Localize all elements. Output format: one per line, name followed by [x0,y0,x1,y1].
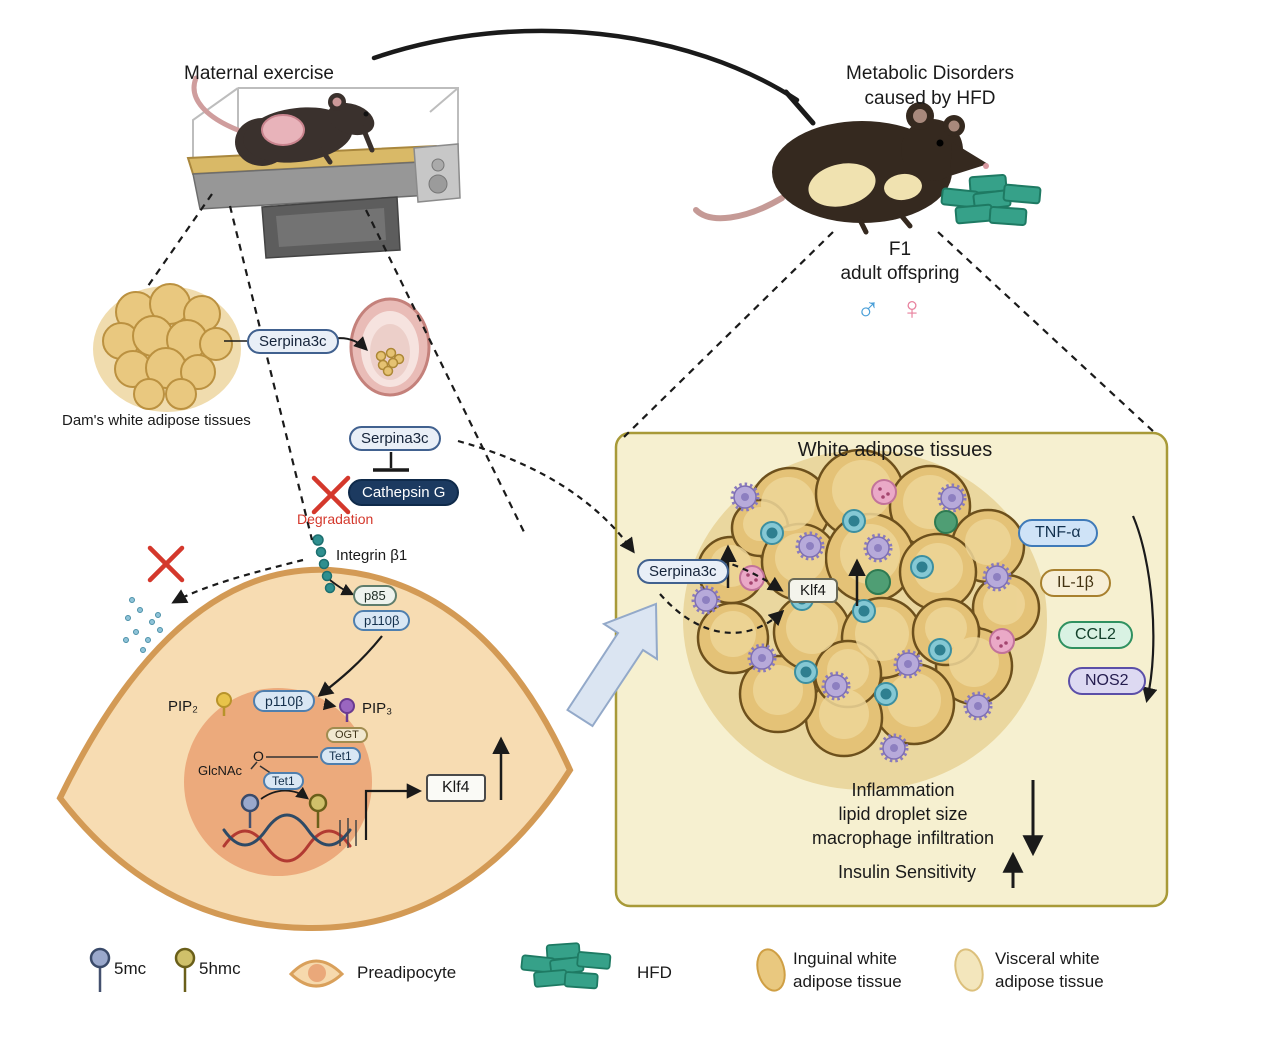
zoom-block-arrow [566,602,659,728]
legend-label-5hmc: 5hmc [199,959,241,978]
degraded-fragments-icon [123,597,163,653]
label-maternal-exercise: Maternal exercise [184,63,334,84]
inhibition-arc-arrow [371,28,800,103]
label-adult-offspring: adult offspring [840,263,960,284]
mc5-icon [240,793,260,828]
dam-mouse-illustration [191,75,375,166]
transcription-arrow [364,783,423,840]
legend-visceral-icon [954,948,984,992]
label-pip2: PIP₂ [168,698,198,715]
badge-ogt: OGT [326,727,368,743]
dna-helix-icon [222,813,352,863]
pink-immune-cells [739,479,1015,654]
macrophage-cells [691,482,1012,763]
legend-5hmc-icon [174,947,196,992]
integrin-b1-icon [312,534,336,594]
badge-nos2: NOS2 [1068,667,1146,695]
badge-serpina3c-embryo: Serpina3c [349,426,441,451]
p110b-to-pip-arrow [317,635,383,697]
mouse-f1-illustration [693,102,989,235]
badge-serpina3c-tissue: Serpina3c [247,329,339,354]
male-symbol: ♂ [856,290,880,326]
badge-ccl2: CCL2 [1058,621,1133,649]
label-degradation: Degradation [297,511,374,527]
label-insulin-sensitivity: Insulin Sensitivity [837,862,977,882]
legend-label-visceral-line2: adipose tissue [995,972,1104,991]
legend-hfd-icon [520,942,612,990]
legend-label-inguinal-line2: adipose tissue [793,972,902,991]
badge-il-1b: IL-1β [1040,569,1111,597]
badge-cathepsin-g: Cathepsin G [348,479,460,506]
badge-p85: p85 [353,585,397,606]
legend-label-5mc: 5mc [114,959,147,978]
badge-serpina3c-wat: Serpina3c [637,559,729,584]
badge-klf4-cell: Klf4 [426,774,486,802]
dashed-signal-arrows [171,439,785,634]
legend-preadipocyte-icon [288,959,345,988]
pip2-icon [216,692,232,716]
label-metabolic-disorders-line2: caused by HFD [864,88,996,109]
label-lipid-droplet-size: lipid droplet size [838,804,968,824]
hmc5-icon [308,793,328,828]
label-glcnac: GlcNAc [198,763,243,778]
badge-tet1-upper: Tet1 [320,747,361,765]
badge-tnf-alpha: TNF-α [1018,519,1098,547]
label-metabolic-disorders-line1: Metabolic Disorders [846,63,1014,84]
legend-inguinal-icon [756,948,786,992]
legend-label-hfd: HFD [637,963,672,982]
green-immune-cells [865,510,958,595]
label-f1: F1 [888,239,912,260]
legend-label-visceral-line1: Visceral white [995,949,1100,968]
preadipocyte-cell-illustration [56,566,574,932]
red-x-icons [147,475,351,583]
zoom-dashed-lines [147,193,1156,541]
teal-immune-cells [760,509,952,706]
badge-p110b-membrane: p110β [353,610,411,631]
treadmill-illustration [186,75,461,259]
female-symbol: ♀ [900,290,924,326]
label-pip3: PIP₃ [362,700,393,717]
wat-panel-title: White adipose tissues [797,439,993,461]
legend-label-inguinal-line1: Inguinal white [793,949,897,968]
label-oxygen: O [253,748,264,764]
hfd-blocks-illustration [940,173,1042,227]
legend-label-preadipocyte: Preadipocyte [357,963,457,982]
embryo-illustration [349,297,431,397]
badge-p110b-inner: p110β [253,690,316,712]
dams-adipose-cluster-illustration [93,283,241,412]
legend-5mc-icon [89,947,111,992]
integrin-to-p85-arrow [329,579,355,596]
pip2-to-pip3-arrow [322,697,337,711]
label-inflammation: Inflammation [851,780,955,800]
label-macrophage-infiltration: macrophage infiltration [811,828,995,848]
wat-adipocyte-cluster-illustration [683,448,1047,790]
label-dams-wat: Dam's white adipose tissues [62,412,251,429]
badge-tet1-lower: Tet1 [263,772,304,790]
label-integrin-b1: Integrin β1 [336,547,408,564]
inhibition-bar [783,89,816,126]
gene-ticks [339,818,357,848]
mc-to-hmc-arrow [260,786,309,800]
badge-klf4-wat: Klf4 [788,578,838,603]
cytokine-decrease-arrow [1131,515,1158,703]
pip3-icon [339,698,355,722]
